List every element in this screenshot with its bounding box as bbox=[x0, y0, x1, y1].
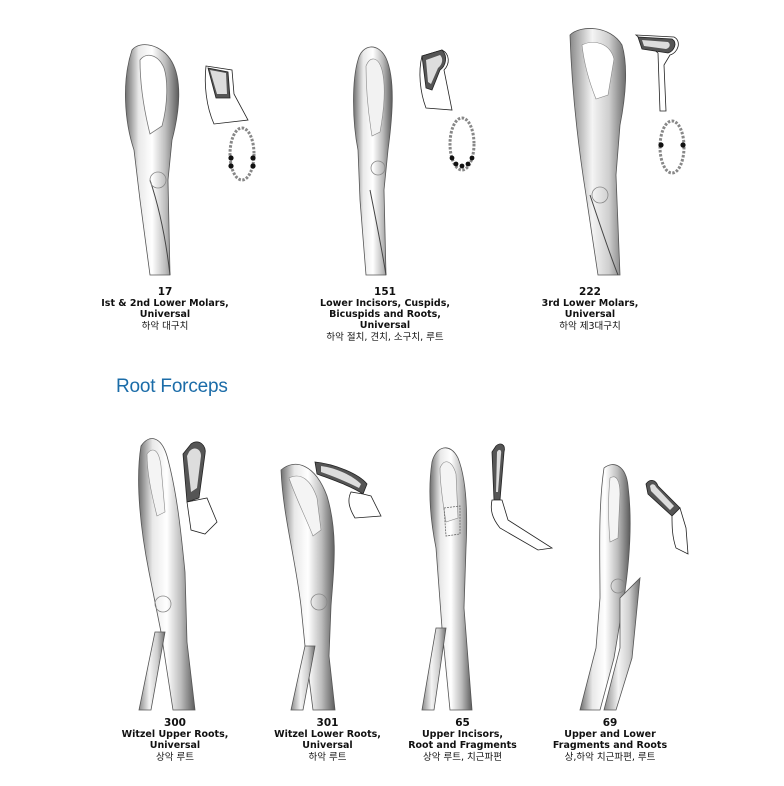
product-description: Ist & 2nd Lower Molars, Universal bbox=[101, 298, 229, 320]
product-222 bbox=[560, 25, 720, 285]
product-korean-label: 상악 루트 bbox=[156, 752, 194, 763]
product-korean-label: 상,하악 치근파편, 루트 bbox=[564, 752, 656, 763]
lower-root-forceps-icon bbox=[280, 461, 382, 711]
product-description: Upper and Lower Fragments and Roots bbox=[552, 729, 668, 751]
caption-17: 17 Ist & 2nd Lower Molars, Universal 하악 … bbox=[100, 286, 230, 333]
caption-65: 65 Upper Incisors, Root and Fragments 상악… bbox=[400, 717, 525, 764]
product-code: 301 bbox=[316, 717, 339, 729]
product-code: 17 bbox=[157, 286, 173, 298]
caption-151: 151 Lower Incisors, Cuspids, Bicuspids a… bbox=[305, 286, 465, 344]
caption-69: 69 Upper and Lower Fragments and Roots 상… bbox=[535, 717, 685, 764]
product-code: 151 bbox=[374, 286, 396, 298]
product-description: Lower Incisors, Cuspids, Bicuspids and R… bbox=[320, 298, 450, 331]
product-300 bbox=[125, 432, 245, 712]
lower-molar-forceps-icon bbox=[125, 44, 256, 276]
upper-incisor-forceps-icon bbox=[421, 443, 554, 711]
product-code: 300 bbox=[164, 717, 186, 729]
product-151 bbox=[340, 40, 500, 285]
caption-222: 222 3rd Lower Molars, Universal 하악 제3대구치 bbox=[525, 286, 655, 333]
product-code: 222 bbox=[579, 286, 601, 298]
caption-300: 300 Witzel Upper Roots, Universal 상악 루트 bbox=[115, 717, 235, 764]
product-description: Witzel Upper Roots, Universal bbox=[121, 729, 229, 751]
product-description: 3rd Lower Molars, Universal bbox=[541, 298, 639, 320]
product-301 bbox=[275, 456, 395, 712]
fragment-forceps-icon bbox=[579, 464, 689, 711]
product-65 bbox=[420, 438, 560, 712]
product-korean-label: 상악 루트, 치근파편 bbox=[423, 752, 502, 763]
product-description: Witzel Lower Roots, Universal bbox=[274, 729, 381, 751]
product-description: Upper Incisors, Root and Fragments bbox=[408, 729, 517, 751]
product-korean-label: 하악 제3대구치 bbox=[559, 321, 621, 332]
product-korean-label: 하악 대구치 bbox=[141, 321, 189, 332]
product-korean-label: 하악 절치, 견치, 소구치, 루트 bbox=[326, 332, 444, 343]
caption-301: 301 Witzel Lower Roots, Universal 하악 루트 bbox=[270, 717, 385, 764]
lower-incisor-forceps-icon bbox=[353, 46, 476, 276]
section-title: Root Forceps bbox=[116, 376, 228, 397]
third-molar-forceps-icon bbox=[569, 28, 686, 276]
product-code: 69 bbox=[602, 717, 618, 729]
product-korean-label: 하악 루트 bbox=[308, 752, 347, 763]
product-17 bbox=[110, 40, 270, 285]
product-code: 65 bbox=[455, 717, 470, 729]
product-69 bbox=[560, 458, 710, 712]
upper-root-forceps-icon bbox=[138, 438, 218, 711]
